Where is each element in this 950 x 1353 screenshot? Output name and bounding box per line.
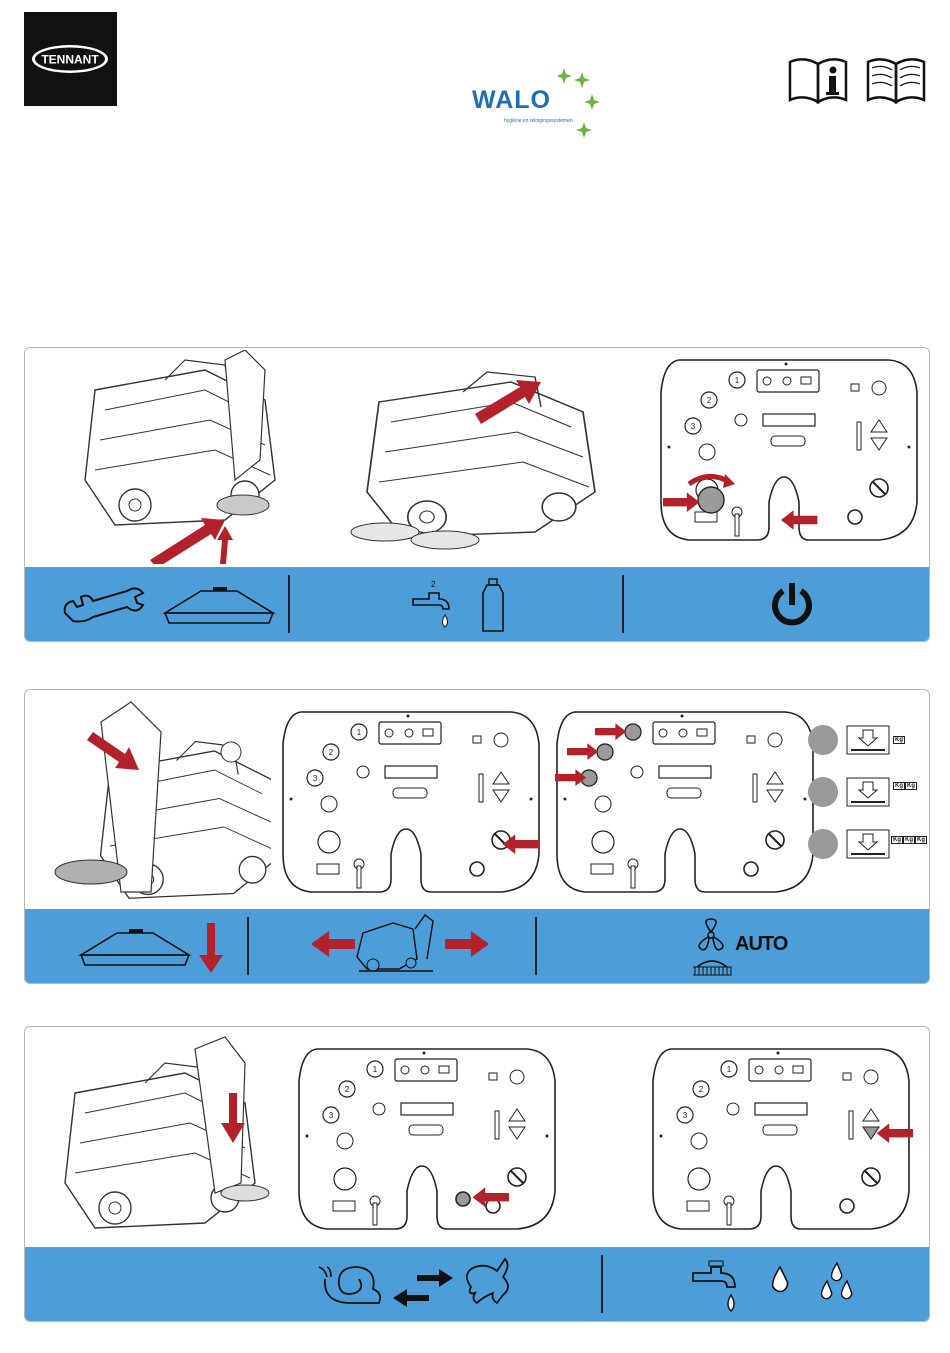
- snail-icon: [317, 1263, 383, 1312]
- step-3-icon-band: [25, 1247, 929, 1321]
- machine-drive-pedal-figure: [45, 1033, 285, 1238]
- pressure-option-3: Kg Kg Kg: [807, 824, 917, 869]
- band-divider: [622, 575, 624, 633]
- detergent-bottle-icon: [481, 577, 505, 638]
- band-divider: [288, 575, 290, 633]
- weight-label: Kg: [903, 836, 915, 844]
- machine-tank-fill-figure: [325, 352, 615, 567]
- tap-label: 2: [431, 580, 436, 589]
- water-tap-icon: [689, 1259, 739, 1322]
- control-panel-scrub-button: [281, 704, 543, 909]
- rabbit-icon: [457, 1257, 513, 1312]
- auto-label: AUTO: [735, 933, 787, 956]
- arrow-down-icon: [199, 923, 223, 978]
- control-panel-pressure-buttons: [555, 704, 817, 909]
- step-2-panel: Kg Kg Kg Kg Kg Kg: [24, 689, 930, 984]
- tennant-logo-text: TENNANT: [41, 53, 99, 67]
- walo-logo: WALO hygiëne en reinigingssystemen: [468, 68, 608, 138]
- weight-label: Kg: [893, 736, 905, 744]
- step-1-icon-band: 2: [25, 567, 929, 641]
- arrow-right-icon: [445, 931, 489, 962]
- power-icon: [769, 581, 815, 632]
- drop-icon: [769, 1265, 791, 1300]
- band-divider: [247, 917, 249, 975]
- brush-icon: [689, 953, 735, 982]
- arrow-left-icon: [393, 1289, 429, 1312]
- pressure-option-1: Kg: [807, 720, 917, 765]
- weight-label: Kg: [893, 782, 905, 790]
- drop-icon: [817, 1261, 857, 1310]
- water-tap-icon: 2: [409, 577, 455, 638]
- control-panel-water-flow: [651, 1041, 913, 1246]
- band-divider: [601, 1255, 603, 1313]
- manual-book-icon: [866, 58, 928, 109]
- weight-label: Kg: [891, 836, 903, 844]
- pressure-option-2: Kg Kg: [807, 772, 917, 817]
- machine-scrub-head-lower-figure: [41, 692, 271, 911]
- step-1-panel: 2: [24, 347, 930, 642]
- step-2-icon-band: AUTO: [25, 909, 929, 983]
- pad-driver-icon: [161, 585, 277, 632]
- pad-driver-icon: [77, 927, 193, 974]
- machine-icon: [353, 913, 443, 980]
- wrench-icon: [61, 583, 145, 628]
- manual-info-icon: [788, 58, 850, 109]
- arrow-left-icon: [311, 931, 355, 962]
- walo-logo-text: WALO: [472, 86, 551, 115]
- control-panel-key-on: [659, 352, 921, 557]
- step-3-panel: [24, 1026, 930, 1322]
- control-panel-speed-knob: [297, 1041, 559, 1246]
- weight-label: Kg: [905, 782, 917, 790]
- vacuum-fan-icon: [691, 917, 731, 958]
- machine-pad-install-figure: [75, 350, 295, 569]
- band-divider: [535, 917, 537, 975]
- weight-label: Kg: [915, 836, 927, 844]
- tennant-logo: TENNANT: [24, 12, 117, 106]
